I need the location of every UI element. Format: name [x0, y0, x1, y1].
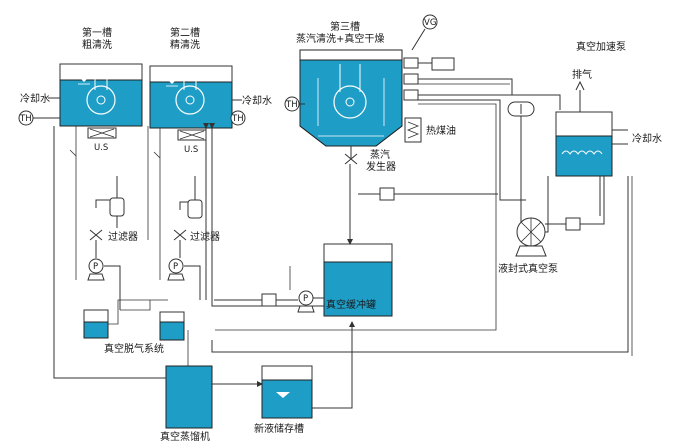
cooling-water-right-label: 冷却水 [632, 132, 662, 145]
vacuum-buffer-tank [289, 164, 498, 317]
us2-label: U.S [184, 145, 198, 155]
cooling-water-mid-label: 冷却水 [242, 94, 272, 107]
return-lines-right [211, 176, 633, 356]
tank2-title-1: 第二槽 [170, 26, 200, 39]
vacuum-buffer-label: 真空缓冲罐 [326, 298, 376, 311]
tank3-title-1: 第三槽 [330, 20, 360, 33]
degas-tanks [83, 299, 185, 341]
liquid-ring-pump [515, 217, 547, 257]
vacuum-booster-pump [507, 101, 535, 232]
pump2-label: P [173, 262, 178, 272]
thermal-oil-label: 热煤油 [426, 124, 456, 137]
vacuum-degas-label: 真空脱气系统 [104, 342, 164, 355]
filter-column-2 [167, 176, 203, 300]
vg-label: VG [424, 18, 436, 28]
th-left-label: TH [19, 114, 32, 124]
th-mid-label: TH [231, 114, 244, 124]
left-side-tags [18, 96, 305, 126]
tank3-outlet-valves [215, 57, 561, 331]
tank-drain-lines [53, 123, 350, 379]
filter-column-1 [87, 176, 125, 310]
exhaust-label: 排气 [572, 68, 592, 81]
tank2-title-2: 精清洗 [170, 38, 200, 51]
new-liquid-tank [261, 321, 355, 419]
vacuum-booster-label: 真空加速泵 [576, 40, 626, 53]
th-tank3-label: TH [285, 100, 298, 110]
pump-3-line [214, 290, 315, 313]
vacuum-distiller [165, 330, 263, 429]
tank1-title-2: 粗清洗 [82, 38, 112, 51]
tank1-title-1: 第一槽 [82, 26, 112, 39]
filter2-label: 过滤器 [190, 230, 220, 243]
tank-1 [59, 63, 143, 139]
vacuum-distiller-label: 真空蒸馏机 [160, 430, 210, 443]
thermal-oil-box [404, 117, 422, 143]
us1-label: U.S [94, 143, 108, 153]
condenser-tank [544, 80, 628, 233]
steam-gen-label-1: 蒸汽 [370, 148, 390, 161]
pump1-label: P [93, 262, 98, 272]
pump3-label: P [303, 294, 308, 304]
filter1-label: 过滤器 [108, 230, 138, 243]
tank-2 [149, 65, 233, 141]
liquid-ring-pump-label: 液封式真空泵 [498, 262, 558, 275]
steam-gen-label-2: 发生器 [366, 160, 396, 173]
tank-3 [299, 49, 403, 165]
cooling-water-left-label: 冷却水 [20, 92, 50, 105]
tank3-title-2: 蒸汽清洗+真空干燥 [296, 32, 384, 45]
vg-gauge [411, 14, 438, 51]
new-liquid-tank-label: 新液储存槽 [254, 422, 304, 435]
